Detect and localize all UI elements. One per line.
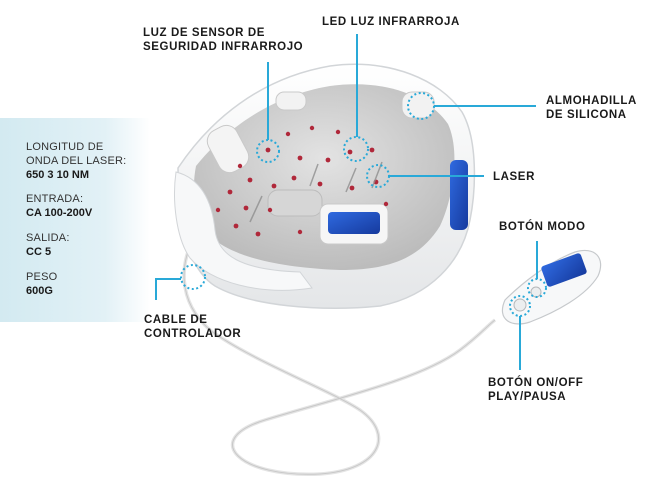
spec-output: SALIDA: CC 5 <box>26 231 70 259</box>
callout-safety-sensor-line1: LUZ DE SENSOR DE <box>143 27 266 39</box>
led-array <box>215 125 389 237</box>
inner-display <box>328 212 380 234</box>
spec-weight: PESO 600G <box>26 270 57 298</box>
callout-power-button-line1: BOTÓN ON/OFF <box>488 377 584 389</box>
callout-silicone-pad-line2: DE SILICONA <box>546 109 627 121</box>
spec-input: ENTRADA: CA 100-200V <box>26 192 92 220</box>
callout-power-button-line2: PLAY/PAUSA <box>488 391 567 403</box>
callout-controller-cable-line1: CABLE DE <box>144 314 208 326</box>
callout-silicone-pad-line1: ALMOHADILLA <box>546 95 637 107</box>
power-button <box>513 298 527 312</box>
callout-controller-cable: CABLE DE CONTROLADOR <box>144 313 241 341</box>
callout-safety-sensor-line2: SEGURIDAD INFRARROJO <box>143 41 304 53</box>
helmet-device <box>174 63 476 309</box>
callout-safety-sensor: LUZ DE SENSOR DE SEGURIDAD INFRARROJO <box>143 26 303 54</box>
callout-mode-button: BOTÓN MODO <box>499 221 586 233</box>
callout-infrared-led: LED LUZ INFRARROJA <box>322 16 460 28</box>
spec-input-label: ENTRADA: <box>26 193 84 205</box>
spec-wavelength-value: 650 3 10 NM <box>26 169 89 181</box>
callout-controller-cable-line2: CONTROLADOR <box>144 328 242 340</box>
controller-cable <box>182 234 497 477</box>
leader-lines <box>155 34 538 370</box>
spec-wavelength: LONGITUD DE ONDA DEL LASER: 650 3 10 NM <box>26 140 138 182</box>
spec-input-value: CA 100-200V <box>26 207 93 219</box>
remote-controller <box>501 249 602 325</box>
callout-silicone-pad: ALMOHADILLA DE SILICONA <box>546 94 637 122</box>
spec-output-label: SALIDA: <box>26 232 70 244</box>
side-display <box>450 160 468 230</box>
callout-laser: LASER <box>493 171 535 183</box>
spec-panel <box>0 118 150 322</box>
silicone-pad <box>401 91 435 119</box>
spec-output-value: CC 5 <box>26 246 52 258</box>
callout-power-button: BOTÓN ON/OFF PLAY/PAUSA <box>488 376 583 404</box>
spec-weight-label: PESO <box>26 271 58 283</box>
spec-weight-value: 600G <box>26 285 53 297</box>
remote-display <box>541 253 587 287</box>
spec-wavelength-label: LONGITUD DE ONDA DEL LASER: <box>26 141 127 167</box>
